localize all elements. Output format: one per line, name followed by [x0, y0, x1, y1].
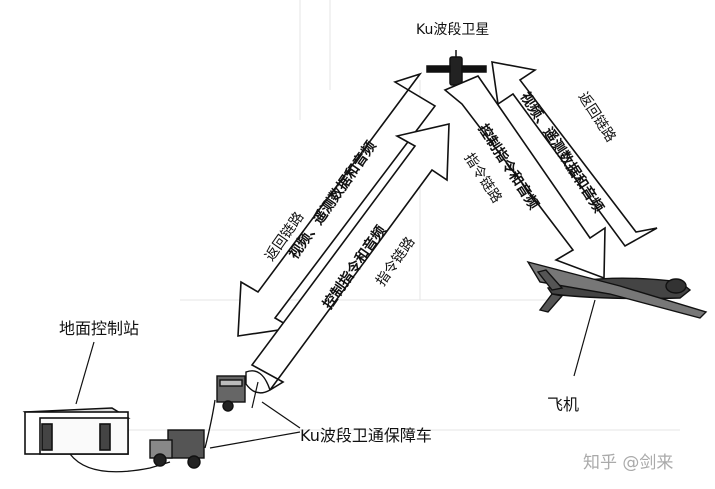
aircraft-icon	[526, 260, 708, 319]
ground-station-leader-line	[75, 341, 95, 405]
right-return-link-title: 返回链路	[575, 89, 619, 145]
right-return-link-arrow	[491, 61, 658, 248]
support-vehicle-label: Ku波段卫通保障车	[300, 426, 432, 445]
ground-cable	[69, 399, 216, 473]
support-vehicle-icon	[149, 370, 271, 469]
aircraft-label: 飞机	[547, 395, 579, 414]
support-vehicle-leader-line-lower	[209, 431, 301, 449]
ground-station-label: 地面控制站	[59, 319, 139, 338]
satellite-icon	[426, 50, 487, 86]
support-vehicle-leader-line-upper	[261, 401, 301, 429]
aircraft-leader-line	[573, 299, 596, 377]
satellite-label: Ku波段卫星	[416, 22, 489, 38]
background-texture	[40, 0, 680, 431]
watermark: 知乎 @剑来	[583, 453, 673, 473]
left-command-link-arrow	[250, 122, 450, 391]
left-return-link-arrow	[237, 72, 437, 337]
ground-station-icon	[22, 407, 131, 455]
